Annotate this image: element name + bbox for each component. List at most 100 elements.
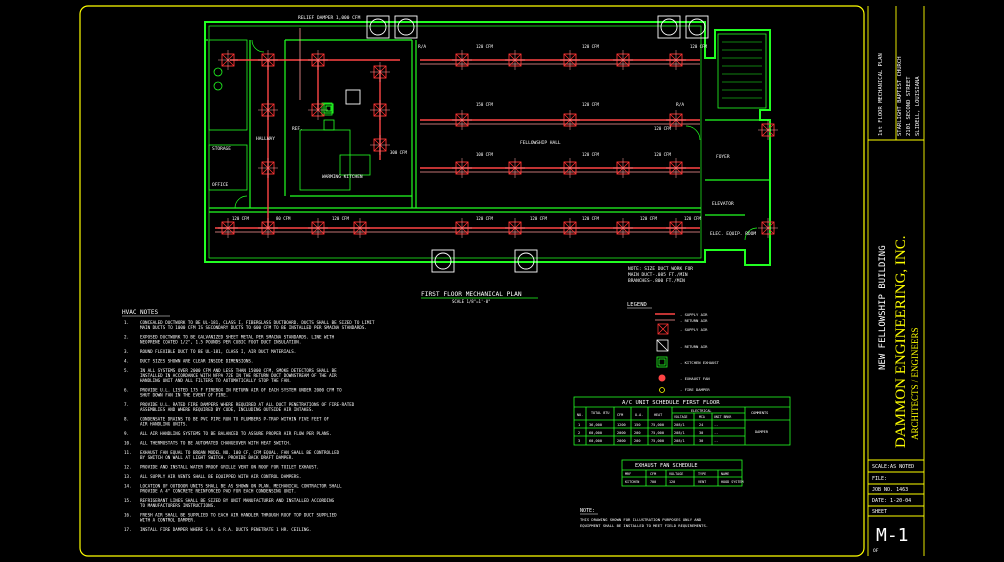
firm-subtitle: ARCHITECTS / ENGINEERS (910, 328, 920, 441)
note-text: ALL THERMOSTATS TO BE AUTOMATED CHANGEOV… (140, 441, 291, 446)
cfm-label: 120 CFM (332, 216, 349, 221)
supply-diffuser (308, 50, 328, 70)
exhaust-cell: 120 (669, 480, 675, 484)
plan-scale: SCALE 1/8"=1'-0" (452, 299, 491, 304)
hvac-note-item: 1. CONCEALED DUCTWORK TO BE UL-181, CLASS… (124, 320, 375, 330)
office-block (208, 144, 248, 191)
hvac-note-item: 13.ALL SUPPLY AIR VENTS SHALL BE EQUIPPE… (124, 474, 301, 479)
supply-diffuser (613, 50, 633, 70)
hvac-note-item: 15. REFRIGERANT LINES SHALL BE SIZED BY U… (124, 498, 335, 508)
supply-diffuser (560, 158, 580, 178)
supply-diffuser (452, 110, 472, 130)
hvac-note-item: 2.EXPOSED DUCTWORK TO BE GALVANIZED SHEE… (124, 335, 335, 345)
sheet-label: SHEET (872, 509, 887, 515)
supply-diffuser (370, 100, 390, 120)
left-wing-wall (204, 39, 208, 262)
supply-diffuser (758, 120, 778, 140)
supply-diffuser (560, 218, 580, 238)
ac-unit (394, 15, 418, 39)
supply-diffuser (505, 158, 525, 178)
ac-unit (431, 249, 455, 273)
ac-cell: -- (714, 431, 718, 435)
exhaust-header: VOLTAGE (669, 472, 683, 476)
room-label: OFFICE (212, 182, 229, 188)
ac-cell: 2000 (617, 431, 626, 435)
supply-diffuser (666, 50, 686, 70)
bottom-note: NOTE: THIS DRAWING SHOWN FOR ILLUSTRATIO… (580, 508, 708, 528)
note-number: 17. (124, 527, 132, 532)
note-text: TO MANUFACTURERS INSTRUCTIONS. (140, 503, 216, 508)
note-number: 15. (124, 498, 132, 503)
exhaust-fan-schedule (621, 459, 743, 487)
legend-item: - FIRE DAMPER (680, 387, 710, 392)
note-number: 9. (124, 431, 129, 436)
note-number: 1. (124, 320, 129, 325)
supply-diffuser (560, 50, 580, 70)
hood-2 (323, 119, 335, 131)
supply-diffuser (258, 50, 278, 70)
church-name: STARLIGHT BAPTIST CHURCH (897, 57, 903, 136)
exhaust-header: NAME (721, 472, 729, 476)
legend-item: - EXHAUST FAN (680, 376, 710, 381)
stair-treads (722, 41, 762, 99)
legend-item: - SUPPLY AIR (680, 312, 708, 317)
floor-plan (204, 21, 771, 266)
ac-cell: 208/1 (674, 439, 685, 443)
hvac-note-item: 8.CONDENSATE DRAINS TO BE PVC PIPE RUN T… (124, 417, 330, 427)
sheet-description: 1st FLOOR MECHANICAL PLAN (878, 53, 884, 136)
condensing-units (345, 15, 709, 273)
cfm-label: 120 CFM (582, 216, 599, 221)
note-number: 14. (124, 484, 132, 489)
ac-header: MCA (699, 415, 705, 419)
exhaust-schedule-title: EXHAUST FAN SCHEDULE (635, 463, 697, 469)
cfm-label: 120 CFM (476, 216, 493, 221)
note-text: NEOPRENE COATED 1/2", 1.5 POUNDS PER CUB… (140, 340, 301, 345)
supply-diffuser (666, 110, 686, 130)
legend-item: - RETURN AIR (680, 344, 708, 349)
ac-cell: 208/1 (674, 431, 685, 435)
exhaust-header: CFM (650, 472, 656, 476)
supply-diffuser (308, 218, 328, 238)
supply-diffuser (258, 100, 278, 120)
ra-label: R/A (418, 44, 426, 50)
door-2 (685, 125, 701, 141)
supply-diffuser (452, 158, 472, 178)
note-number: 8. (124, 417, 129, 422)
ac-cell: 208/1 (674, 423, 685, 427)
note-number: 7. (124, 402, 129, 407)
cfm-label: 120 CFM (640, 216, 657, 221)
firm-name: DAMMON ENGINEERING, INC. (893, 236, 909, 448)
note-text: WITH A CONTROL DAMPER. (140, 518, 195, 523)
supply-diffuser (666, 218, 686, 238)
title-block (867, 6, 925, 556)
ac-unit (685, 15, 709, 39)
supply-diffuser (370, 62, 390, 82)
supply-diffuser (350, 218, 370, 238)
ac-unit (366, 15, 390, 39)
legend: LEGEND - SUPPLY AIR - RETURN AIR - SUPPL… (627, 302, 720, 393)
fixture-1 (213, 67, 223, 77)
room-label: WARMING KITCHEN (322, 174, 363, 180)
hvac-notes: HVAC NOTES 1.CONCEALED DUCTWORK TO BE UL… (122, 309, 375, 532)
hvac-note-item: 17.INSTALL FIRE DAMPER WHERE S.A. & R.A.… (124, 527, 311, 532)
legend-item: - RETURN AIR (680, 318, 708, 323)
note-text: REFRIGERANT LINES SHALL BE SIZED BY UNIT… (140, 498, 335, 503)
cfm-label: 100 CFM (476, 152, 493, 157)
note-text: CONCEALED DUCTWORK TO BE UL-181, CLASS I… (140, 320, 375, 325)
exhaust-fan-box (345, 89, 361, 105)
note-number: 11. (124, 450, 132, 455)
room-label: HALLWAY (256, 136, 275, 142)
supply-diffuser (452, 50, 472, 70)
note-number: 13. (124, 474, 132, 479)
note-text: PROVIDE U.L. RATED FIRE DAMPERS WHERE RE… (140, 402, 355, 407)
room-label: FOYER (716, 154, 730, 160)
ac-cell: 150 (634, 423, 641, 427)
hvac-note-item: 3.ROUND FLEXIBLE DUCT TO BE UL-181, CLAS… (124, 349, 296, 354)
ac-header: CFM (617, 413, 623, 417)
ac-cell: 75,000 (651, 423, 664, 427)
exhaust-header: MRF (625, 472, 631, 476)
